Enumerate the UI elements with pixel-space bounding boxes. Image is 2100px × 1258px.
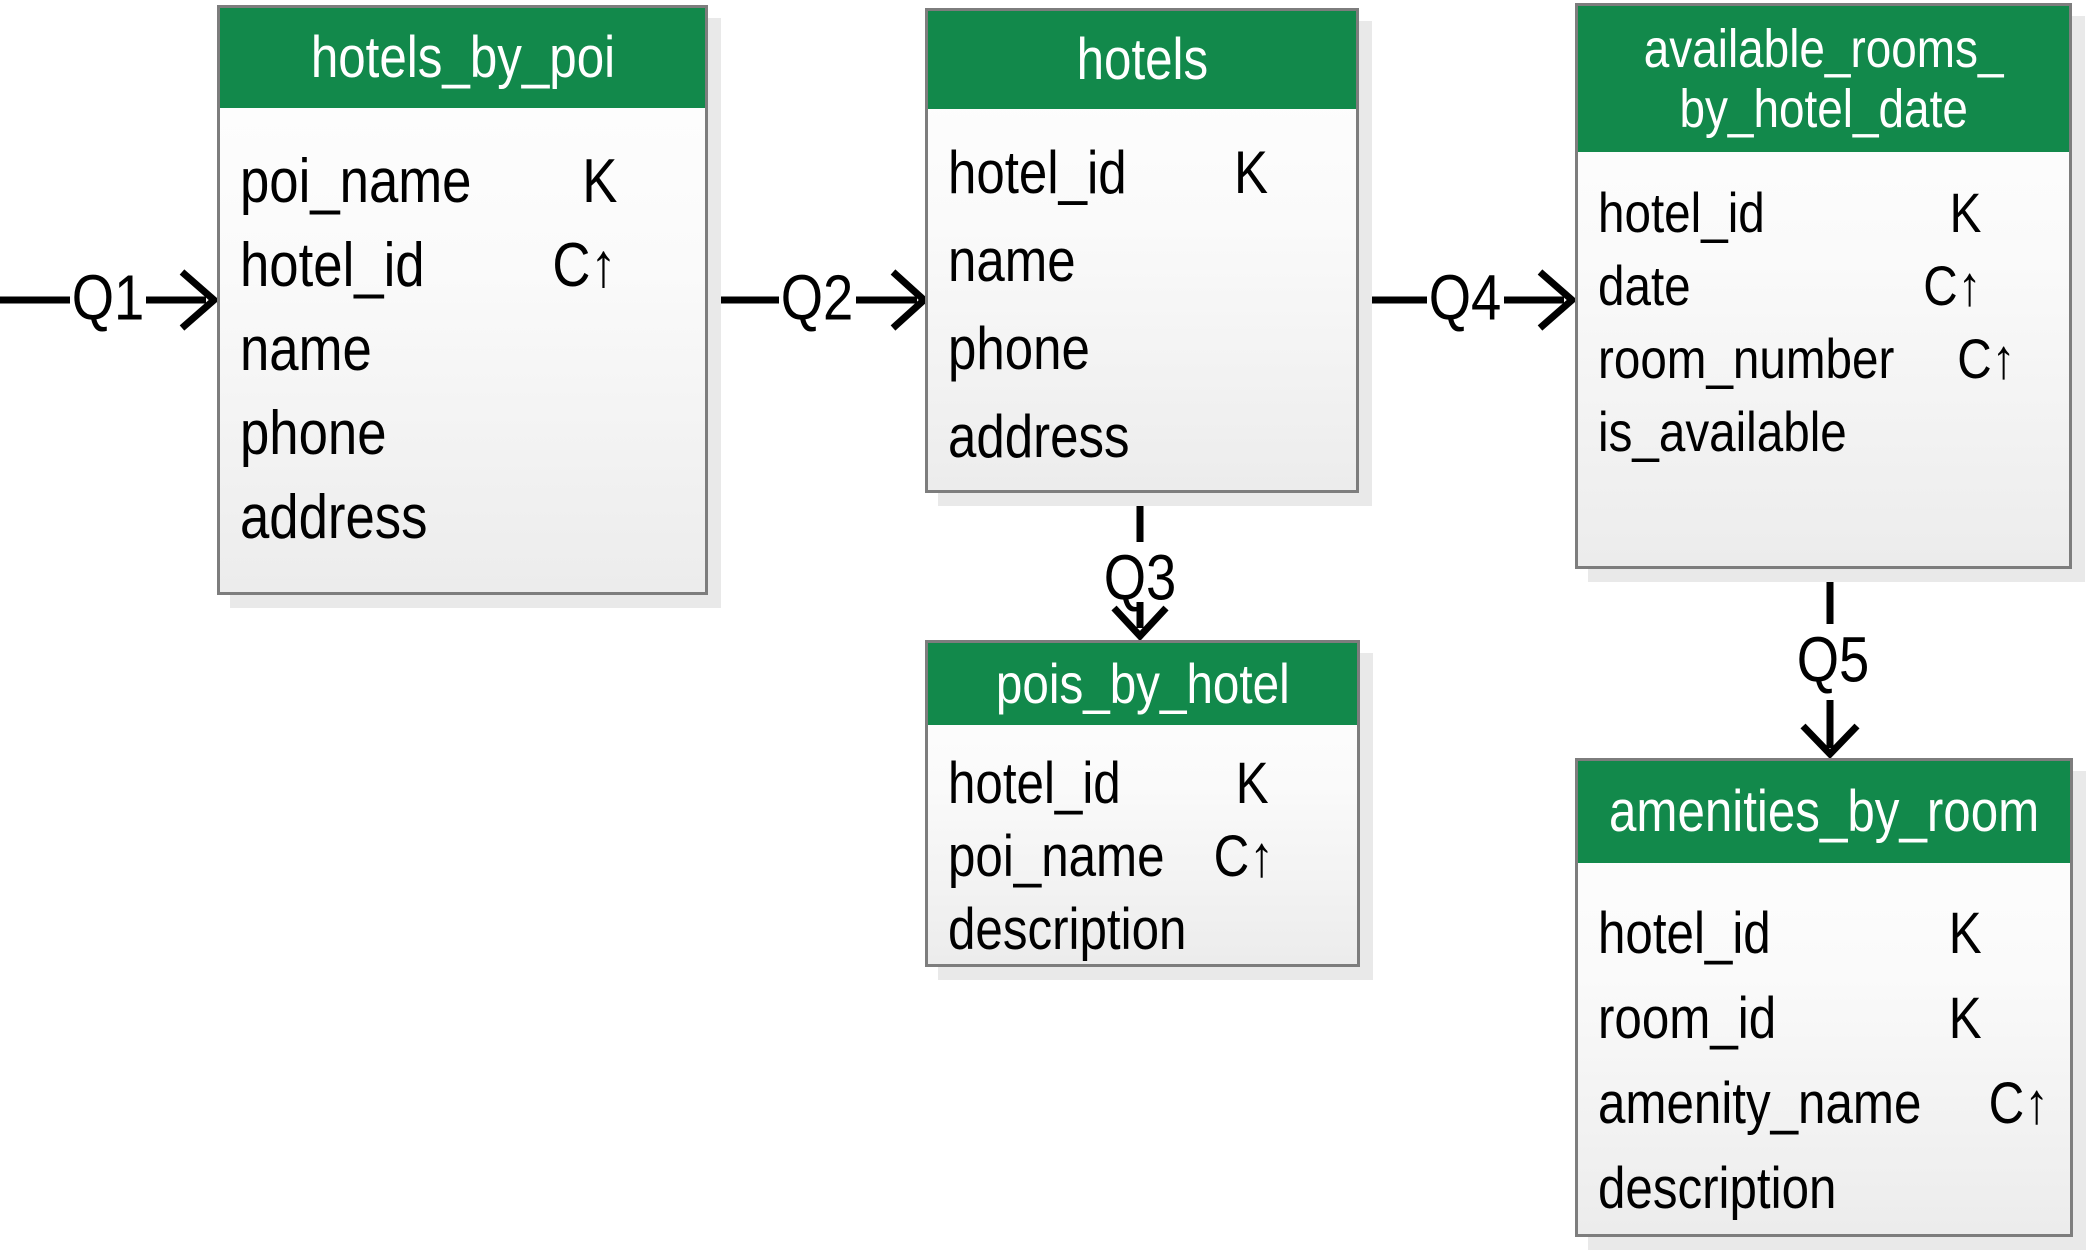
- table-hotels-by-poi: hotels_by_poi poi_name K hotel_id C↑ nam…: [217, 5, 708, 595]
- field-row: poi_name C↑: [928, 820, 1357, 893]
- clustering-marker: C↑: [1213, 824, 1274, 889]
- field-name: hotel_id: [1598, 181, 1765, 244]
- table-amenities-by-room: amenities_by_room hotel_id K room_id K a…: [1575, 758, 2073, 1237]
- clustering-marker: C↑: [552, 231, 617, 300]
- field-row: date C↑: [1578, 249, 2069, 322]
- table-fields: hotel_id K room_id K amenity_name C↑ des…: [1578, 863, 2070, 1231]
- field-row: name: [928, 217, 1356, 305]
- field-row: name: [220, 308, 705, 392]
- field-name: description: [948, 897, 1187, 962]
- field-name: address: [948, 403, 1130, 470]
- clustering-marker: C↑: [1989, 1071, 2050, 1136]
- field-name: room_id: [1598, 986, 1777, 1051]
- field-name: address: [240, 483, 428, 552]
- field-name: hotel_id: [948, 751, 1121, 816]
- table-title-line2: by_hotel_date: [1679, 79, 1968, 139]
- query-label-q2: Q2: [780, 261, 854, 334]
- table-header: hotels_by_poi: [220, 8, 705, 108]
- field-row: hotel_id C↑: [220, 224, 705, 308]
- field-row: hotel_id K: [1578, 176, 2069, 249]
- key-marker: K: [581, 147, 617, 216]
- field-name: hotel_id: [948, 139, 1127, 206]
- query-label-q4: Q4: [1428, 261, 1502, 334]
- field-row: is_available: [1578, 395, 2069, 468]
- field-name: phone: [240, 399, 387, 468]
- field-row: hotel_id K: [1578, 891, 2070, 976]
- table-fields: poi_name K hotel_id C↑ name phone addres…: [220, 108, 705, 560]
- table-fields: hotel_id K name phone address: [928, 109, 1356, 481]
- field-row: hotel_id K: [928, 747, 1357, 820]
- field-row: phone: [928, 305, 1356, 393]
- table-fields: hotel_id K date C↑ room_number C↑ is_ava…: [1578, 152, 2069, 468]
- field-row: room_id K: [1578, 976, 2070, 1061]
- table-title: hotels: [1076, 26, 1208, 92]
- field-name: phone: [948, 315, 1090, 382]
- field-name: is_available: [1598, 400, 1847, 463]
- q4-arrowhead: [1537, 269, 1578, 331]
- table-hotels: hotels hotel_id K name phone address: [925, 8, 1359, 493]
- field-name: description: [1598, 1156, 1837, 1221]
- field-name: poi_name: [240, 147, 472, 216]
- table-pois-by-hotel: pois_by_hotel hotel_id K poi_name C↑ des…: [925, 640, 1360, 967]
- field-row: hotel_id K: [928, 129, 1356, 217]
- query-label-q1: Q1: [71, 261, 145, 334]
- field-name: date: [1598, 254, 1691, 317]
- table-title: hotels_by_poi: [310, 24, 615, 90]
- key-marker: K: [1236, 751, 1269, 816]
- field-name: hotel_id: [1598, 901, 1771, 966]
- clustering-marker: C↑: [1922, 254, 1981, 317]
- key-marker: K: [1949, 986, 1982, 1051]
- table-header: hotels: [928, 11, 1356, 109]
- field-name: amenity_name: [1598, 1071, 1922, 1136]
- field-row: description: [1578, 1146, 2070, 1231]
- field-row: address: [928, 393, 1356, 481]
- table-available-rooms-by-hotel-date: available_rooms_ by_hotel_date hotel_id …: [1575, 3, 2072, 569]
- field-row: description: [928, 893, 1357, 966]
- key-marker: K: [1949, 181, 1981, 244]
- field-name: name: [948, 227, 1076, 294]
- field-name: poi_name: [948, 824, 1165, 889]
- query-label-q3: Q3: [1103, 541, 1177, 614]
- q5-arrowhead: [1800, 723, 1860, 760]
- field-name: room_number: [1598, 327, 1895, 390]
- query-label-q5: Q5: [1796, 623, 1870, 696]
- field-row: amenity_name C↑: [1578, 1061, 2070, 1146]
- q2-arrowhead: [890, 269, 930, 331]
- field-row: address: [220, 476, 705, 560]
- key-marker: K: [1233, 139, 1268, 206]
- table-fields: hotel_id K poi_name C↑ description: [928, 725, 1357, 966]
- table-title-line1: available_rooms_: [1643, 18, 2004, 79]
- clustering-marker: C↑: [1956, 327, 2016, 390]
- table-header: amenities_by_room: [1578, 761, 2070, 863]
- field-name: name: [240, 315, 372, 384]
- table-title: pois_by_hotel: [995, 651, 1290, 715]
- q1-arrowhead: [179, 269, 220, 331]
- key-marker: K: [1949, 901, 1982, 966]
- field-row: room_number C↑: [1578, 322, 2069, 395]
- table-header: available_rooms_ by_hotel_date: [1578, 6, 2069, 152]
- field-row: poi_name K: [220, 140, 705, 224]
- field-row: phone: [220, 392, 705, 476]
- field-name: hotel_id: [240, 231, 425, 300]
- table-title: amenities_by_room: [1608, 778, 2040, 844]
- table-header: pois_by_hotel: [928, 643, 1357, 725]
